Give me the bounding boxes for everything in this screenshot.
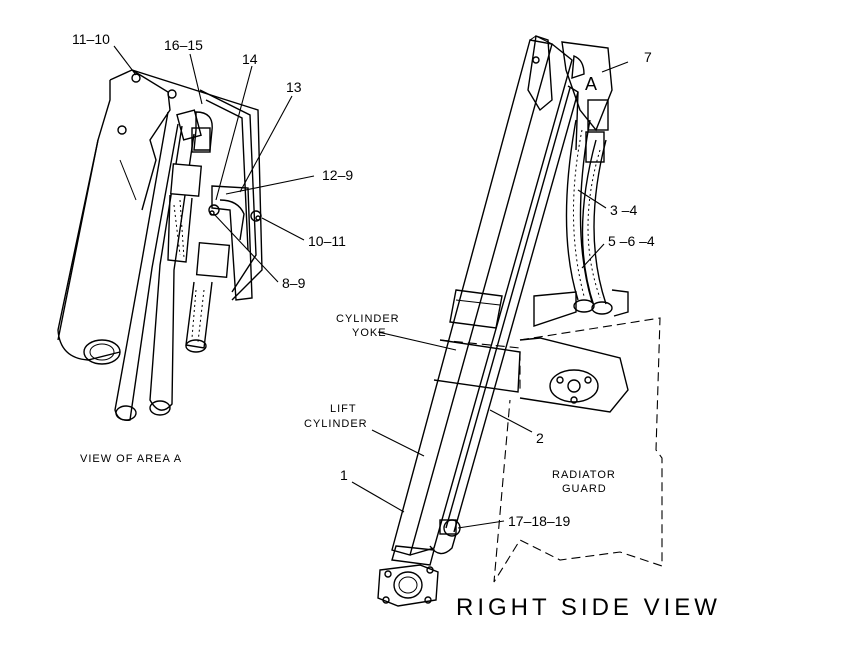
label-lift-cylinder-2: CYLINDER [304,418,368,430]
label-radiator-guard-2: GUARD [562,483,607,495]
callout-10-11: 10–11 [308,233,346,249]
callouts: 11–10 16–15 14 13 12–9 10–11 8–9 7 A 3 –… [72,31,655,529]
callout-1: 1 [340,467,348,483]
callout-8-9: 8–9 [282,275,306,291]
left-leaders [113,45,315,283]
callout-5-6-4: 5 –6 –4 [608,233,655,249]
label-cylinder-yoke-2: YOKE [352,327,387,339]
callout-3-4: 3 –4 [610,202,637,218]
caption-view-of-area-a: VIEW OF AREA A [80,453,182,465]
label-cylinder-yoke-1: CYLINDER [336,313,400,325]
callout-16-15: 16–15 [164,37,203,53]
callout-11-10: 11–10 [72,31,110,47]
detail-view-area-a [57,69,263,421]
callout-14: 14 [242,51,258,67]
label-radiator-guard-1: RADIATOR [552,469,616,481]
label-lift-cylinder-1: LIFT [330,403,357,415]
right-leaders [351,61,629,529]
right-side-view [377,35,663,607]
captions: VIEW OF AREA A RIGHT SIDE VIEW [80,453,721,621]
callout-17-18-19: 17–18–19 [508,513,571,529]
callout-area-a: A [585,74,597,94]
callout-12-9: 12–9 [322,167,353,183]
callout-7: 7 [644,49,652,65]
caption-right-side-view: RIGHT SIDE VIEW [456,594,721,621]
callout-13: 13 [286,79,302,95]
callout-2: 2 [536,430,544,446]
